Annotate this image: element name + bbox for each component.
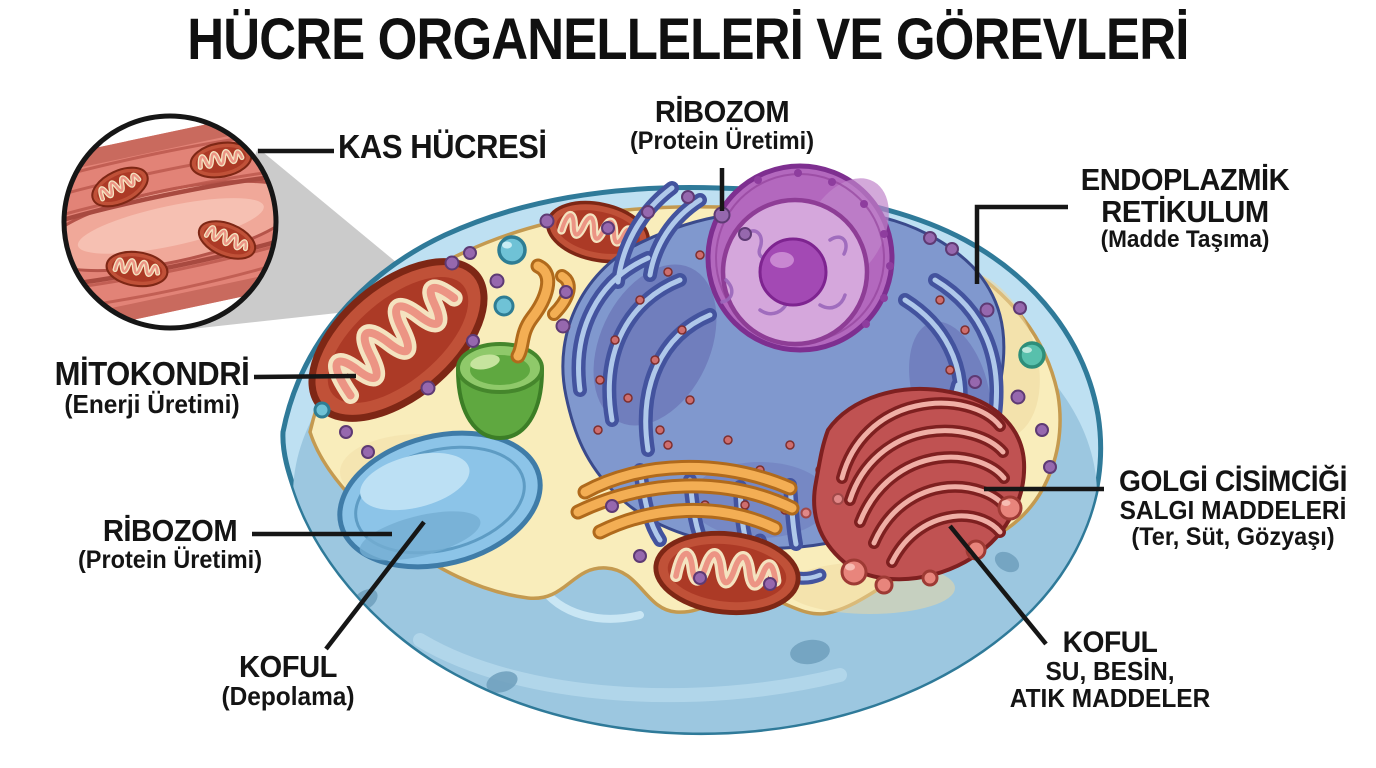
leader-mitokondri [253,373,357,380]
label-ribozom-ust: RİBOZOM (Protein Üretimi) [629,94,815,156]
label-koful-sol: KOFUL (Depolama) [221,649,355,712]
label-kas-hucresi: KAS HÜCRESİ [338,128,547,165]
leader-koful-sol [324,520,426,651]
label-koful-sag: KOFUL SU, BESİN, ATIK MADDELER [1009,626,1211,714]
muscle-cell-inset [61,113,279,331]
animal-cell [283,163,1101,745]
page-title: HÜCRE ORGANELLELERİ VE GÖREVLERİ [187,7,1189,72]
label-endoplazmik-retikulum: ENDOPLAZMİK RETİKULUM (Madde Taşıma) [1080,162,1290,254]
label-ribozom-sol: RİBOZOM (Protein Üretimi) [77,513,263,575]
nucleolus [758,237,828,307]
leader-lines [252,148,1104,651]
green-vesicle [455,342,545,441]
leader-koful-sag [948,524,1048,646]
cytoplasm-ribosome-dots [339,190,1057,591]
label-mitokondri: MİTOKONDRİ (Enerji Üretimi) [54,355,250,420]
label-golgi: GOLGİ CİSİMCİĞİ SALGI MADDELERİ (Ter, Sü… [1119,465,1347,552]
nuclear-pores [754,169,894,328]
nucleus [705,163,895,353]
leader-endoplazmik-retikulum [974,204,1068,284]
orange-strands-lower [570,459,800,540]
golgi-apparatus [812,387,1027,595]
pink-dots [800,493,844,519]
teal-vesicles [313,235,1046,419]
